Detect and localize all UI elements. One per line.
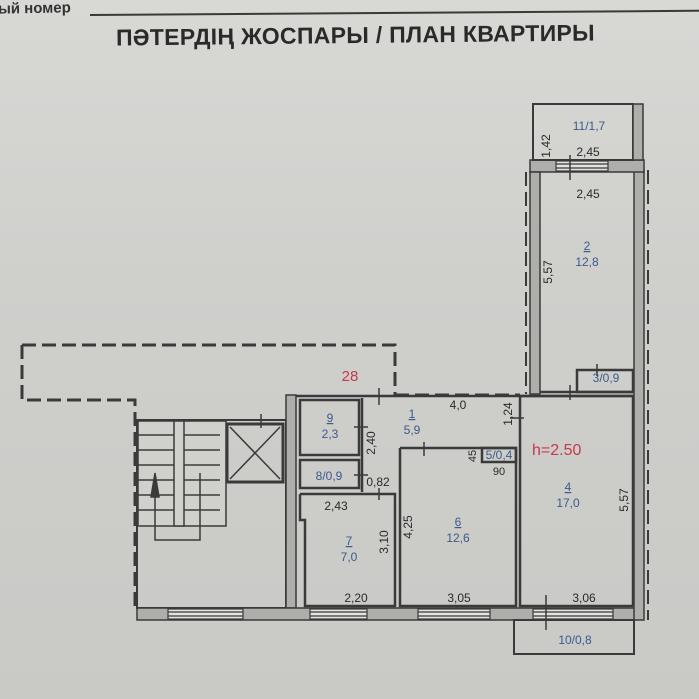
dim-balcony11-width: 2,45 [576, 145, 600, 159]
room-9-area: 2,3 [322, 427, 339, 441]
dim-room4-length: 5,57 [617, 488, 631, 512]
dim-room7-depth: 3,10 [377, 530, 391, 554]
dim-room6-width: 3,05 [447, 591, 471, 605]
room-1-number: 1 [409, 407, 416, 421]
window-room6 [417, 608, 491, 620]
apartment-walls [136, 159, 649, 621]
window-room2 [555, 160, 609, 172]
room-2-number: 2 [584, 239, 591, 253]
window-stair [167, 608, 244, 620]
stair-arrow-icon [150, 472, 160, 498]
elevator-shaft [225, 422, 285, 484]
dim-room2-length: 5,57 [541, 260, 555, 284]
room-10-label: 10/0,8 [558, 633, 592, 647]
room-6-number: 6 [455, 515, 462, 529]
room-7-area: 7,0 [341, 550, 358, 564]
interior-walls [296, 368, 635, 608]
room-6-area: 12,6 [446, 531, 470, 545]
room-9-number: 9 [327, 411, 334, 425]
dim-room2-width: 2,45 [576, 187, 600, 201]
room-1-area: 5,9 [404, 423, 421, 437]
dim-room7-width-top: 2,43 [324, 499, 348, 513]
dim-room6-depth: 4,25 [401, 515, 415, 539]
room-7-number: 7 [346, 534, 353, 548]
common-corridor [20, 343, 520, 610]
dim-room5-width: 90 [493, 466, 505, 478]
ceiling-height-label: h=2.50 [532, 442, 581, 459]
dim-room4-width: 3,06 [572, 591, 596, 605]
room-8-label: 8/0,9 [316, 469, 343, 483]
stair-area-label: 28 [342, 368, 359, 385]
balcony-11 [532, 103, 644, 161]
dim-room7-width-bottom: 2,20 [344, 591, 368, 605]
dim-room1-width: 4,0 [450, 398, 467, 412]
room-4-number: 4 [565, 480, 572, 494]
dim-room8-width: 0,82 [366, 475, 390, 489]
room-5-label: 5/0,4 [486, 448, 513, 462]
windows [167, 160, 614, 620]
room-2-area: 12,8 [575, 255, 599, 269]
balcony-10 [513, 619, 635, 655]
dim-room5-depth: 45 [467, 450, 479, 462]
door-markers [260, 155, 598, 630]
staircase [137, 420, 227, 541]
window-room4 [532, 608, 614, 620]
dim-room1-corridor: 2,40 [364, 431, 378, 455]
dim-room1-depth: 1,24 [501, 402, 515, 426]
dim-balcony11-depth: 1,42 [539, 134, 553, 158]
window-room7 [309, 608, 368, 620]
room-3-label: 3/0,9 [593, 371, 620, 385]
room-11-label: 11/1,7 [573, 119, 606, 133]
room-4-area: 17,0 [556, 496, 580, 510]
